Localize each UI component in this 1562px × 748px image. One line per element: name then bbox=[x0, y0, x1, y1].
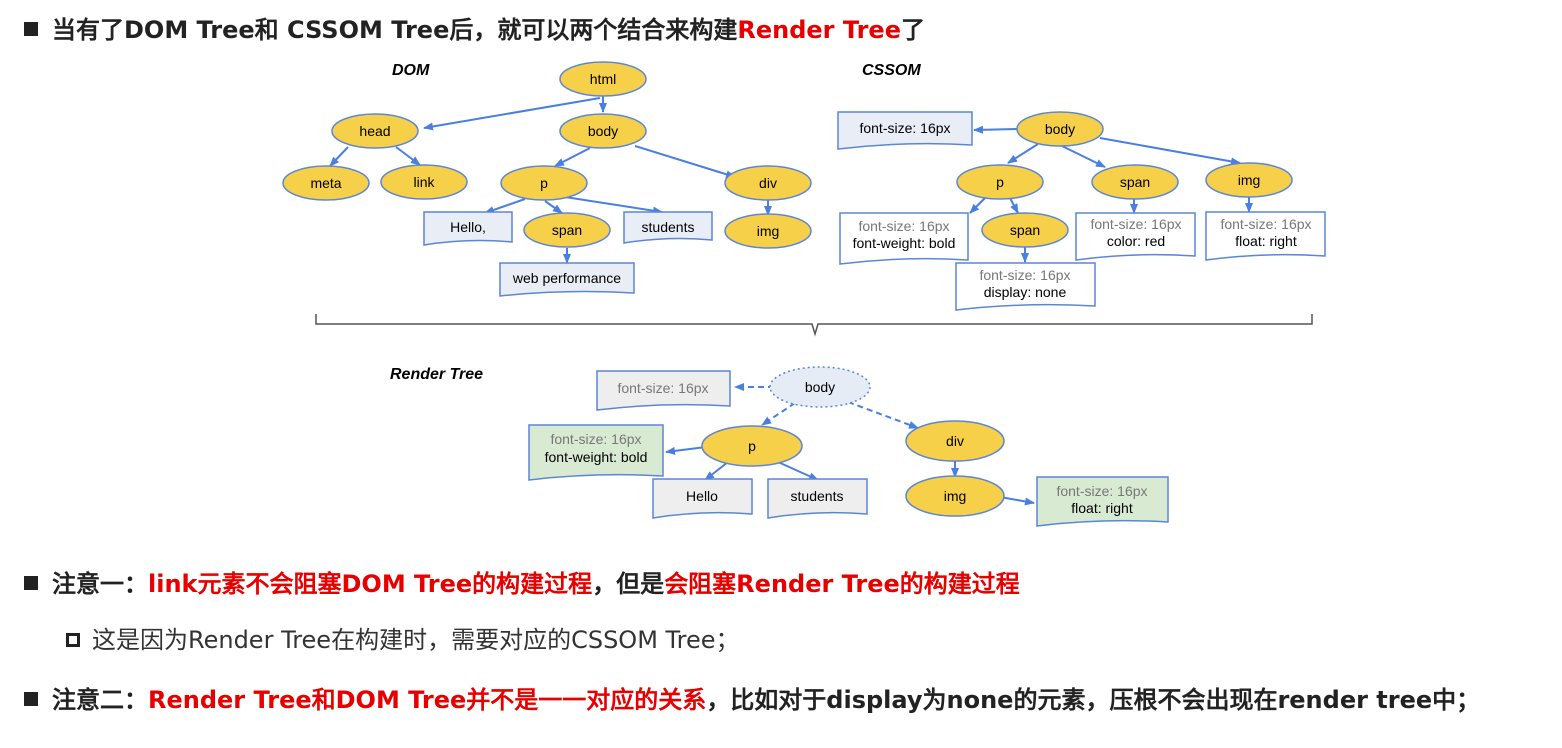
note-two-suffix: ，比如对于display为none的元素，压根不会出现在render tree中… bbox=[706, 686, 1481, 714]
note-one-middle: ，但是 bbox=[592, 570, 665, 598]
cssom-style-span-line1: font-size: 16px bbox=[1090, 216, 1181, 232]
cssom-node-span-child-label: span bbox=[1010, 222, 1040, 238]
cssom-style-span-child-line2: display: none bbox=[984, 284, 1067, 300]
dom-node-meta: meta bbox=[282, 165, 370, 201]
note-one-sub-text: 这是因为Render Tree在构建时，需要对应的CSSOM Tree； bbox=[92, 626, 740, 654]
render-text-hello-label: Hello bbox=[686, 488, 718, 504]
cssom-style-span-line2: color: red bbox=[1107, 233, 1165, 249]
note-one: 注意一：link元素不会阻塞DOM Tree的构建过程，但是会阻塞Render … bbox=[24, 564, 1020, 599]
dom-node-p: p bbox=[500, 165, 588, 201]
render-text-students: students bbox=[767, 478, 868, 519]
hollow-square-bullet-icon bbox=[66, 633, 80, 647]
note-one-prefix: 注意一： bbox=[52, 570, 148, 598]
dom-node-html-label: html bbox=[590, 71, 616, 87]
dom-node-link-label: link bbox=[413, 174, 435, 190]
cssom-style-body-label: font-size: 16px bbox=[859, 120, 950, 136]
cssom-node-p: p bbox=[956, 164, 1044, 200]
cssom-style-body: font-size: 16px bbox=[837, 111, 973, 150]
render-edges bbox=[665, 383, 1035, 506]
cssom-edges bbox=[969, 125, 1253, 263]
cssom-node-body: body bbox=[1016, 111, 1104, 147]
dom-node-body: body bbox=[559, 113, 647, 149]
heading-suffix: 了 bbox=[900, 16, 925, 44]
cssom-style-img-line1: font-size: 16px bbox=[1220, 216, 1311, 232]
cssom-node-body-label: body bbox=[1045, 121, 1075, 137]
dom-text-web-performance-label: web performance bbox=[512, 270, 621, 286]
dom-text-web-performance: web performance bbox=[499, 262, 635, 297]
dom-text-students: students bbox=[623, 211, 713, 244]
cssom-style-p-line2: font-weight: bold bbox=[853, 235, 956, 251]
dom-node-head: head bbox=[331, 113, 419, 149]
render-node-div-label: div bbox=[946, 433, 964, 449]
square-bullet-icon bbox=[24, 576, 38, 590]
render-node-div: div bbox=[905, 420, 1005, 462]
dom-node-body-label: body bbox=[588, 123, 618, 139]
heading: 当有了DOM Tree和 CSSOM Tree后，就可以两个结合来构建Rende… bbox=[24, 10, 925, 45]
render-text-students-label: students bbox=[791, 488, 844, 504]
render-node-p-label: p bbox=[748, 438, 756, 454]
dom-node-meta-label: meta bbox=[310, 175, 341, 191]
dom-title: DOM bbox=[392, 62, 430, 79]
dom-node-img: img bbox=[724, 213, 812, 249]
dom-node-head-label: head bbox=[359, 123, 390, 139]
note-one-sub: 这是因为Render Tree在构建时，需要对应的CSSOM Tree； bbox=[66, 620, 740, 655]
render-style-p-line1: font-size: 16px bbox=[550, 431, 641, 447]
dom-node-div: div bbox=[724, 165, 812, 201]
cssom-style-p-line1: font-size: 16px bbox=[858, 218, 949, 234]
render-style-body-label: font-size: 16px bbox=[617, 380, 708, 396]
render-tree-title: Render Tree bbox=[390, 366, 483, 383]
render-node-body-label: body bbox=[805, 379, 835, 395]
dom-node-html: html bbox=[559, 61, 647, 97]
heading-prefix: 当有了DOM Tree和 CSSOM Tree后，就可以两个结合来构建 bbox=[52, 16, 738, 44]
cssom-node-img-label: img bbox=[1238, 172, 1261, 188]
dom-node-span-label: span bbox=[552, 222, 582, 238]
note-two: 注意二：Render Tree和DOM Tree并不是一一对应的关系，比如对于d… bbox=[24, 680, 1480, 715]
dom-edges bbox=[329, 96, 772, 264]
render-node-img: img bbox=[905, 475, 1005, 517]
dom-node-link: link bbox=[380, 164, 468, 200]
square-bullet-icon bbox=[24, 692, 38, 706]
render-style-p-line2: font-weight: bold bbox=[545, 449, 648, 465]
render-node-img-label: img bbox=[944, 488, 967, 504]
cssom-node-img: img bbox=[1205, 162, 1293, 198]
square-bullet-icon bbox=[24, 22, 38, 36]
cssom-node-span-child: span bbox=[981, 212, 1069, 248]
dom-text-hello-label: Hello, bbox=[450, 219, 486, 235]
render-style-img-line1: font-size: 16px bbox=[1056, 483, 1147, 499]
cssom-style-span-child-line1: font-size: 16px bbox=[979, 267, 1070, 283]
note-one-red-1: link元素不会阻塞DOM Tree的构建过程 bbox=[148, 570, 593, 598]
note-two-red: Render Tree和DOM Tree并不是一一对应的关系 bbox=[148, 686, 707, 714]
note-one-red-2: 会阻塞Render Tree的构建过程 bbox=[664, 570, 1020, 598]
render-text-hello: Hello bbox=[652, 478, 753, 519]
dom-node-div-label: div bbox=[759, 175, 777, 191]
dom-text-hello: Hello, bbox=[423, 211, 513, 246]
render-style-img-line2: float: right bbox=[1071, 500, 1133, 516]
dom-node-img-label: img bbox=[757, 223, 780, 239]
render-style-body: font-size: 16px bbox=[596, 370, 731, 411]
cssom-node-span-label: span bbox=[1120, 174, 1150, 190]
render-node-p: p bbox=[701, 425, 803, 467]
note-two-prefix: 注意二： bbox=[52, 686, 148, 714]
curly-brace bbox=[315, 314, 1313, 337]
cssom-node-span: span bbox=[1091, 164, 1179, 200]
dom-text-students-label: students bbox=[642, 219, 695, 235]
cssom-title: CSSOM bbox=[862, 62, 921, 79]
cssom-style-img-line2: float: right bbox=[1235, 233, 1297, 249]
dom-node-span: span bbox=[523, 212, 611, 248]
cssom-node-p-label: p bbox=[996, 174, 1004, 190]
render-style-p: font-size: 16px font-weight: bold bbox=[528, 424, 664, 481]
render-node-body: body bbox=[769, 366, 871, 408]
dom-node-p-label: p bbox=[540, 175, 548, 191]
heading-highlight: Render Tree bbox=[737, 16, 901, 44]
